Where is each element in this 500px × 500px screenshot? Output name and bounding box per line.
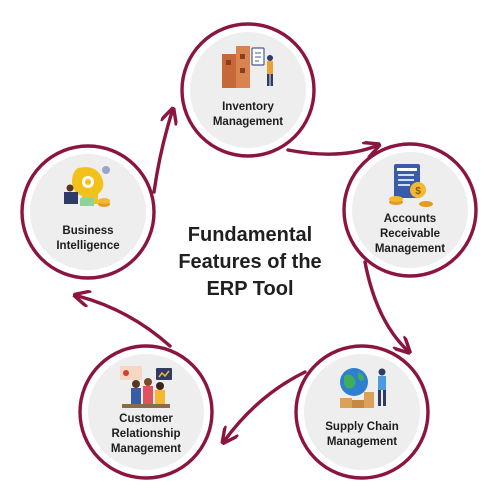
team-meeting-icon — [120, 366, 172, 408]
diagram-title-line: Fundamental — [187, 224, 313, 246]
arrow-bi-to-inventory — [152, 112, 172, 194]
feature-label-line: Supply Chain — [325, 421, 399, 433]
feature-label-line: Receivable — [379, 228, 441, 240]
head-gears-analytics-icon — [64, 166, 110, 207]
feature-label-line: Management — [374, 243, 446, 255]
feature-label: Inventory Management — [190, 100, 306, 130]
feature-label-line: Intelligence — [56, 240, 120, 252]
feature-label-line: Business — [62, 225, 114, 237]
feature-accounts-receivable: $ Accounts Receivable Management — [352, 152, 468, 268]
feature-business-intelligence: Business Intelligence — [30, 154, 146, 270]
feature-label: Accounts Receivable Management — [352, 212, 468, 257]
feature-label: Customer Relationship Management — [88, 412, 204, 457]
feature-label-line: Management — [110, 443, 182, 455]
feature-crm: Customer Relationship Management — [88, 354, 204, 470]
ring-inventory — [180, 22, 316, 158]
feature-label-line: Management — [212, 116, 284, 128]
feature-label-line: Management — [326, 436, 398, 448]
globe-worker-boxes-icon — [340, 368, 386, 408]
feature-inventory: Inventory Management — [190, 32, 306, 148]
arrow-accounts-to-supply — [363, 260, 407, 350]
ring-bi — [20, 144, 156, 280]
arrow-crm-to-bi — [78, 296, 172, 348]
feature-label: Supply Chain Management — [304, 420, 420, 450]
ring-crm — [78, 344, 214, 480]
ring-accounts — [342, 142, 478, 278]
feature-supply-chain: Supply Chain Management — [304, 354, 420, 470]
invoice-coins-icon: $ — [389, 164, 433, 207]
diagram-title: Fundamental Features of the ERP Tool — [150, 222, 350, 303]
feature-label-line: Inventory — [222, 101, 274, 113]
feature-label: Business Intelligence — [30, 224, 146, 254]
svg-text:$: $ — [415, 186, 421, 197]
arrow-supply-to-crm — [225, 370, 307, 440]
warehouse-boxes-clipboard-icon — [222, 46, 273, 88]
diagram-title-line: ERP Tool — [206, 278, 294, 300]
diagram-title-line: Features of the — [178, 251, 322, 273]
ring-supply — [294, 344, 430, 480]
feature-label-line: Accounts — [383, 213, 437, 225]
feature-disc — [88, 354, 204, 470]
arrow-inventory-to-accounts — [286, 146, 376, 154]
feature-label-line: Customer — [119, 413, 173, 425]
feature-label-line: Relationship — [111, 428, 181, 440]
